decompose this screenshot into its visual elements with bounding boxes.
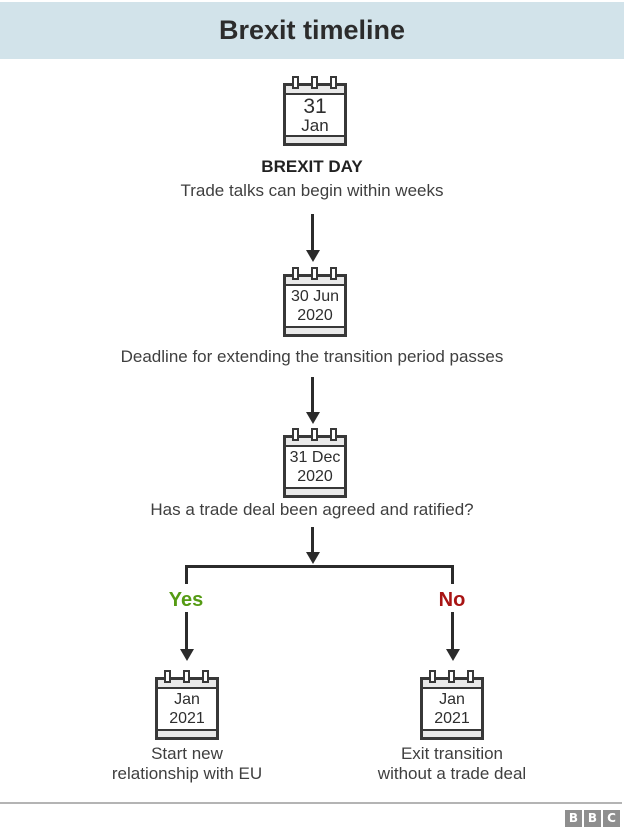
- calendar-binder-tab: [311, 76, 318, 89]
- calendar-footer-band: [158, 729, 216, 737]
- header-band: Brexit timeline: [0, 2, 624, 59]
- calendar-date-line2: 2020: [297, 468, 333, 485]
- calendar-date-line1: Jan: [439, 691, 465, 708]
- yes-label: Yes: [168, 589, 204, 611]
- calendar-header-band: [286, 438, 344, 447]
- calendar-date-line1: 31 Dec: [289, 449, 341, 466]
- calendar-binder-tab: [311, 428, 318, 441]
- calendar-binder-tab: [183, 670, 190, 683]
- brexit-day-heading: BREXIT DAY: [261, 157, 363, 176]
- calendar-brexit-day: 31 Jan: [283, 76, 347, 146]
- calendar-header-band: [286, 277, 344, 286]
- calendar-binder-tab: [292, 428, 299, 441]
- calendar-footer-band: [286, 135, 344, 143]
- calendar-date-line1: 31: [303, 95, 327, 118]
- calendar-date: 31 Dec 2020: [286, 447, 344, 488]
- calendar-jan-2021-yes: Jan 2021: [155, 670, 219, 740]
- trade-deal-question-caption: Has a trade deal been agreed and ratifie…: [150, 500, 474, 519]
- branch-stub-no: [451, 565, 454, 584]
- down-arrow-icon: [446, 612, 460, 661]
- calendar-date-line2: 2021: [434, 710, 470, 727]
- bbc-logo-block: C: [603, 810, 620, 827]
- branch-stub-yes: [185, 565, 188, 584]
- calendar-date: Jan 2021: [158, 689, 216, 730]
- calendar-date: 30 Jun 2020: [286, 286, 344, 327]
- calendar-binder-tab: [467, 670, 474, 683]
- calendar-binder-tab: [448, 670, 455, 683]
- down-arrow-icon: [306, 527, 320, 564]
- calendar-binder-tab: [292, 267, 299, 280]
- calendar-date: Jan 2021: [423, 689, 481, 730]
- calendar-date: 31 Jan: [286, 95, 344, 136]
- calendar-header-band: [423, 680, 481, 689]
- bbc-logo-block: B: [584, 810, 601, 827]
- calendar-binder-tab: [202, 670, 209, 683]
- down-arrow-icon: [306, 377, 320, 424]
- branch-connector-line: [185, 565, 454, 568]
- calendar-header-band: [286, 86, 344, 95]
- calendar-date-line2: 2021: [169, 710, 205, 727]
- transition-deadline-caption: Deadline for extending the transition pe…: [120, 347, 504, 366]
- bbc-logo-block: B: [565, 810, 582, 827]
- calendar-date-line1: Jan: [174, 691, 200, 708]
- outcome-yes-caption: Start new relationship with EU: [111, 744, 263, 783]
- down-arrow-icon: [180, 612, 194, 661]
- calendar-31-dec-2020: 31 Dec 2020: [283, 428, 347, 498]
- calendar-date-line2: 2020: [297, 307, 333, 324]
- calendar-date-line2: Jan: [301, 116, 329, 135]
- calendar-30-jun-2020: 30 Jun 2020: [283, 267, 347, 337]
- calendar-binder-tab: [330, 428, 337, 441]
- down-arrow-icon: [306, 214, 320, 262]
- calendar-binder-tab: [164, 670, 171, 683]
- calendar-binder-tab: [429, 670, 436, 683]
- calendar-header-band: [158, 680, 216, 689]
- calendar-binder-tab: [292, 76, 299, 89]
- calendar-binder-tab: [330, 76, 337, 89]
- calendar-binder-tab: [311, 267, 318, 280]
- footer-divider: [0, 802, 622, 804]
- calendar-date-line1: 30 Jun: [290, 288, 340, 305]
- calendar-footer-band: [286, 487, 344, 495]
- no-label: No: [438, 589, 466, 611]
- outcome-no-caption: Exit transition without a trade deal: [377, 744, 527, 783]
- calendar-jan-2021-no: Jan 2021: [420, 670, 484, 740]
- page-title: Brexit timeline: [218, 15, 406, 45]
- calendar-footer-band: [286, 326, 344, 334]
- calendar-footer-band: [423, 729, 481, 737]
- brexit-day-caption: Trade talks can begin within weeks: [180, 181, 444, 200]
- calendar-binder-tab: [330, 267, 337, 280]
